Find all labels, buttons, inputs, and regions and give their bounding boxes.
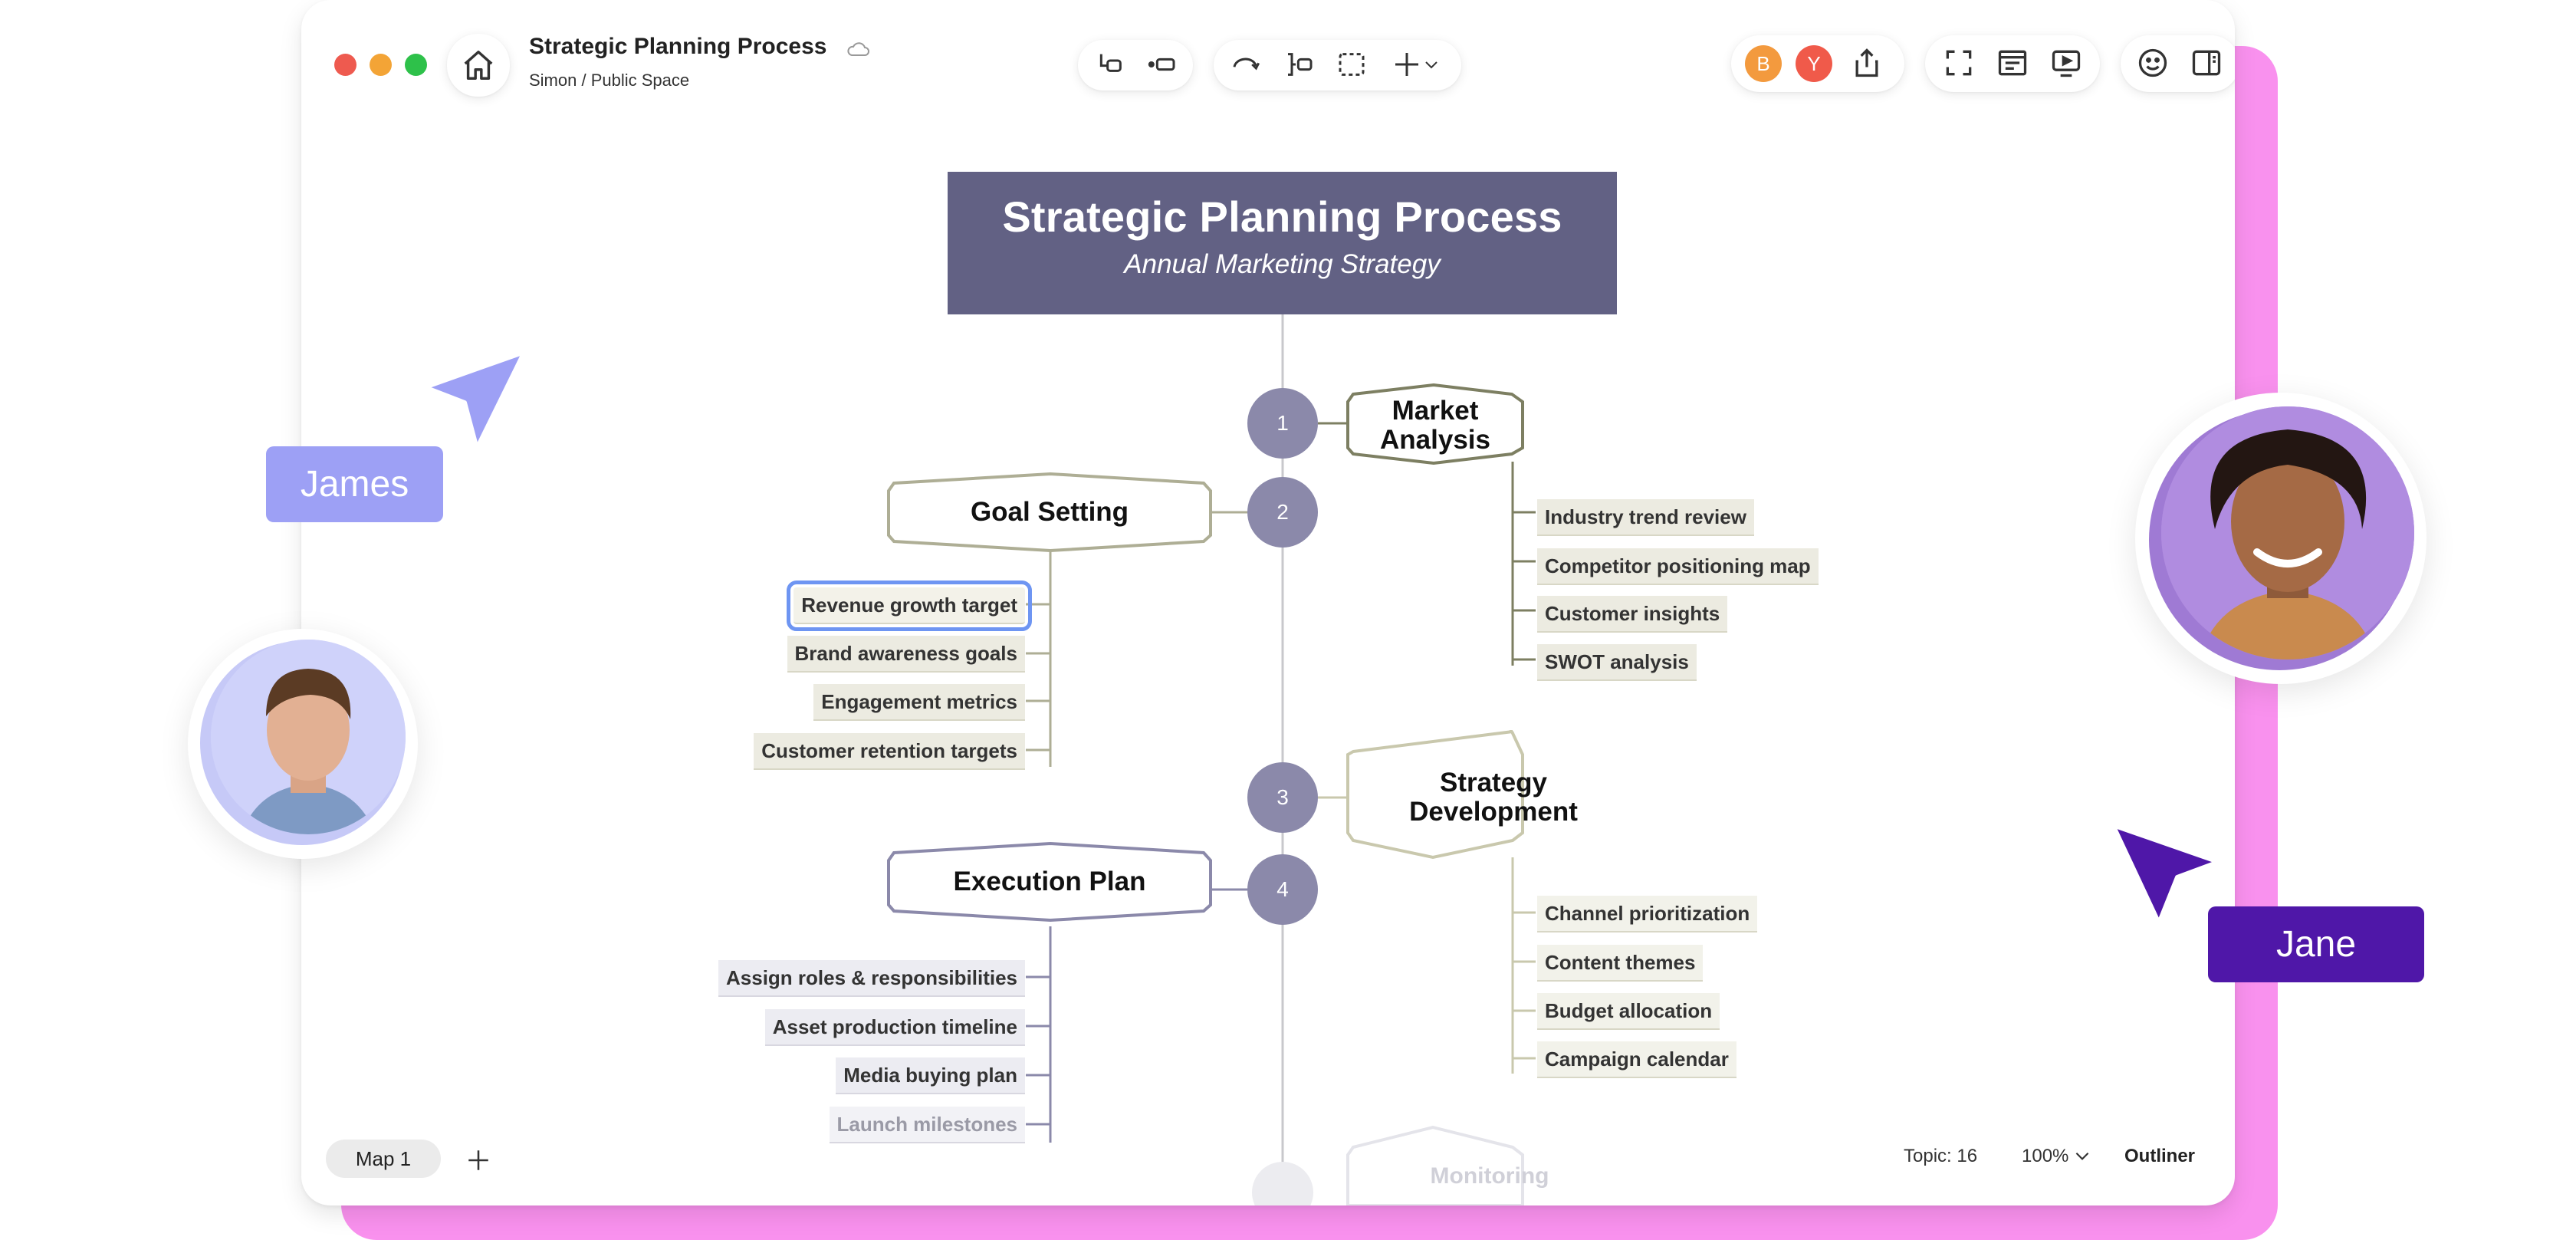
subtopic-asset-production-timeline[interactable]: Asset production timeline (764, 1009, 1025, 1046)
branch-number-4: 4 (1247, 854, 1318, 925)
subtopic-assign-roles[interactable]: Assign roles & responsibilities (718, 960, 1025, 997)
james-photo (211, 640, 406, 834)
toolbar-group-panels (2121, 35, 2235, 92)
james-avatar (188, 629, 418, 859)
topic-monitoring[interactable]: Monitoring (1375, 1156, 1605, 1195)
subtopic-media-buying-plan[interactable]: Media buying plan (836, 1057, 1025, 1094)
maximize-window-button[interactable] (405, 54, 427, 76)
breadcrumb: Simon / Public Space (529, 71, 690, 90)
central-topic-title: Strategic Planning Process (1002, 192, 1562, 241)
collaborator-avatar-b[interactable]: B (1745, 45, 1782, 82)
zoom-level[interactable]: 100% (2022, 1146, 2069, 1166)
share-icon[interactable] (1850, 46, 1884, 80)
jane-avatar (2135, 393, 2426, 684)
subtopic-brand-awareness-goals[interactable]: Brand awareness goals (787, 636, 1025, 673)
topic-label: Market Analysis (1380, 395, 1490, 455)
branch-number-1: 1 (1247, 388, 1318, 459)
outline-view-icon[interactable] (1996, 46, 2029, 80)
jane-photo (2161, 406, 2414, 659)
branch-number-2: 2 (1247, 477, 1318, 548)
subtopic-customer-insights[interactable]: Customer insights (1537, 596, 1728, 633)
topic-label: Strategy Development (1409, 767, 1578, 827)
subtopic-competitor-positioning-map[interactable]: Competitor positioning map (1537, 548, 1819, 585)
jane-label: Jane (2208, 906, 2424, 982)
outliner-button[interactable]: Outliner (2124, 1146, 2196, 1166)
toolbar-group-share: B Y (1731, 35, 1904, 92)
side-panel-icon[interactable] (2190, 46, 2223, 80)
add-sheet-icon[interactable] (465, 1147, 491, 1173)
topic-label: Monitoring (1430, 1163, 1549, 1189)
topic-label: Execution Plan (953, 866, 1146, 896)
minimize-window-button[interactable] (370, 54, 392, 76)
subtopic-swot-analysis[interactable]: SWOT analysis (1537, 644, 1697, 681)
zoom-chevron-down-icon[interactable] (2072, 1146, 2092, 1166)
subtopic-customer-retention-targets[interactable]: Customer retention targets (754, 733, 1025, 770)
subtopic-channel-prioritization[interactable]: Channel prioritization (1537, 896, 1758, 932)
subtopic-industry-trend-review[interactable]: Industry trend review (1537, 499, 1754, 536)
subtopic-launch-milestones[interactable]: Launch milestones (829, 1107, 1025, 1143)
james-label: James (266, 446, 443, 522)
add-subtopic-icon[interactable] (1095, 49, 1125, 80)
james-cursor-icon (420, 349, 527, 452)
home-button[interactable] (447, 34, 510, 97)
subtopic-campaign-calendar[interactable]: Campaign calendar (1537, 1041, 1737, 1078)
close-window-button[interactable] (334, 54, 356, 76)
topic-label: Goal Setting (970, 496, 1129, 527)
toolbar-group-insert (1214, 40, 1461, 90)
central-topic[interactable]: Strategic Planning Process Annual Market… (948, 172, 1617, 314)
topic-count: Topic: 16 (1904, 1146, 1978, 1166)
home-icon (461, 48, 496, 83)
tab-map-1[interactable]: Map 1 (326, 1140, 441, 1178)
subtopic-content-themes[interactable]: Content themes (1537, 945, 1704, 982)
toolbar-group-view (1925, 35, 2100, 92)
emoji-icon[interactable] (2136, 46, 2170, 80)
boundary-summary-icon[interactable] (1284, 49, 1315, 80)
branch-number-3: 3 (1247, 762, 1318, 833)
map-connectors (887, 314, 1536, 1205)
topic-goal-setting[interactable]: Goal Setting (889, 480, 1211, 544)
topic-strategy-development[interactable]: Strategy Development (1390, 752, 1597, 844)
collaborator-avatar-y[interactable]: Y (1796, 45, 1832, 82)
toolbar-group-topics (1078, 40, 1193, 90)
collaborator-initial: Y (1807, 51, 1821, 75)
topic-execution-plan[interactable]: Execution Plan (889, 850, 1211, 914)
insert-plus-icon[interactable] (1392, 49, 1422, 80)
subtopic-revenue-growth-target[interactable]: Revenue growth target (787, 581, 1032, 631)
cloud-sync-icon (846, 38, 870, 58)
insert-chevron-down-icon[interactable] (1422, 55, 1441, 74)
jane-cursor-icon (2107, 821, 2222, 928)
fullscreen-icon[interactable] (1942, 46, 1976, 80)
boundary-icon[interactable] (1336, 49, 1367, 80)
app-window: Strategic Planning Process Simon / Publi… (301, 0, 2235, 1205)
collaborator-initial: B (1756, 51, 1770, 75)
topic-market-analysis[interactable]: Market Analysis (1348, 391, 1523, 460)
document-title: Strategic Planning Process (529, 34, 827, 59)
presentation-icon[interactable] (2049, 46, 2083, 80)
add-topic-icon[interactable] (1147, 49, 1178, 80)
subtopic-engagement-metrics[interactable]: Engagement metrics (813, 684, 1025, 721)
relationship-icon[interactable] (1230, 49, 1261, 80)
central-topic-subtitle: Annual Marketing Strategy (1124, 249, 1441, 279)
subtopic-budget-allocation[interactable]: Budget allocation (1537, 993, 1720, 1030)
